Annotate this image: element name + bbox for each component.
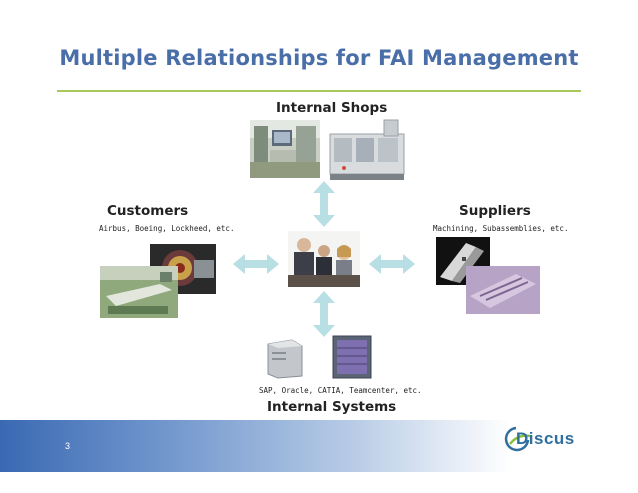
internal-shops-photo-machine	[324, 116, 410, 184]
bidirectional-arrow-icon	[313, 181, 335, 227]
suppliers-photo-part	[436, 237, 490, 285]
title-divider	[57, 90, 581, 92]
discus-logo-text: Discus	[516, 429, 575, 448]
customers-photo-assembly	[100, 266, 178, 318]
internal-systems-caption: SAP, Oracle, CATIA, Teamcenter, etc.	[259, 386, 422, 395]
internal-systems-photo-storage	[329, 332, 375, 382]
bidirectional-arrow-icon	[313, 291, 335, 337]
discus-logo-swoosh-icon	[504, 426, 531, 452]
suppliers-caption: Machining, Subassemblies, etc.	[433, 224, 569, 233]
suppliers-heading: Suppliers	[459, 203, 531, 219]
discus-logo: Discus	[502, 424, 580, 454]
internal-systems-photo-server	[264, 336, 306, 380]
internal-shops-photo-office	[250, 120, 320, 178]
page-number: 3	[65, 441, 71, 451]
customers-photo-engine	[150, 244, 216, 294]
footer-band	[0, 420, 638, 472]
internal-systems-heading: Internal Systems	[267, 399, 397, 415]
customers-heading: Customers	[107, 203, 189, 219]
bidirectional-arrow-icon	[233, 254, 279, 274]
customers-caption: Airbus, Boeing, Lockheed, etc.	[99, 224, 235, 233]
bidirectional-arrow-icon	[369, 254, 415, 274]
slide-title: Multiple Relationships for FAI Managemen…	[59, 46, 579, 70]
internal-shops-heading: Internal Shops	[276, 100, 388, 116]
center-meeting-photo	[288, 231, 360, 287]
suppliers-photo-subassembly	[466, 266, 540, 314]
